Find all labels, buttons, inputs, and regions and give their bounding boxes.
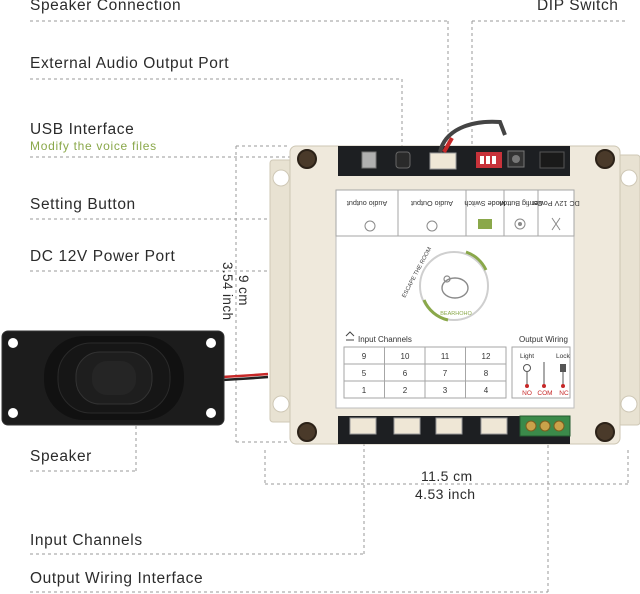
panel-cell-config-button: Config Button: [499, 199, 543, 208]
speaker-graphic: [1, 330, 225, 426]
channel-grid: 9 10 11 12 5 6 7 8 1 2 3 4: [362, 352, 491, 395]
width-cm-label: 11.5 cm: [421, 468, 473, 484]
label-usb-sub: Modify the voice files: [30, 139, 157, 153]
channel-label: 10: [401, 352, 410, 361]
channel-label: 2: [403, 386, 408, 395]
terminal-no-label: NO: [522, 390, 532, 397]
wiring-lock-label: Lock: [556, 353, 570, 360]
panel-cell-audio-output-2: Audio Output: [411, 199, 453, 208]
width-inch-label: 4.53 inch: [415, 486, 476, 502]
label-speaker: Speaker: [30, 448, 92, 465]
channel-label: 1: [362, 386, 367, 395]
channel-label: 3: [443, 386, 448, 395]
channel-label: 8: [484, 369, 489, 378]
label-usb-interface: USB Interface: [30, 121, 135, 138]
terminal-nc-label: NC: [559, 390, 569, 397]
label-dc-12v-power-port: DC 12V Power Port: [30, 248, 176, 265]
panel-top-cell-texts: Audio output Audio Output Mode Switch Co…: [347, 199, 580, 208]
label-speaker-connection: Speaker Connection: [30, 0, 182, 14]
panel-cell-dc-power: DC 12V Power: [532, 199, 580, 208]
label-setting-button: Setting Button: [30, 196, 136, 213]
terminal-labels: NO COM NC: [522, 390, 569, 397]
terminal-com-label: COM: [537, 390, 552, 397]
panel-cell-mode-switch: Mode Switch: [464, 199, 505, 208]
label-input-channels: Input Channels: [30, 532, 143, 549]
channel-label: 9: [362, 352, 367, 361]
channel-label: 5: [362, 369, 367, 378]
height-inch-label: 3.54 inch: [220, 262, 235, 321]
controller-box: [269, 119, 640, 445]
panel-cell-audio-output-1: Audio output: [347, 199, 387, 208]
panel-input-title: Input Channels: [358, 335, 412, 344]
height-cm-label: 9 cm: [236, 275, 251, 306]
label-output-wiring-interface: Output Wiring Interface: [30, 570, 204, 587]
channel-label: 7: [443, 369, 448, 378]
channel-label: 11: [441, 352, 450, 361]
panel-output-title: Output Wiring: [519, 335, 568, 344]
label-dip-switch: DIP Switch: [537, 0, 619, 14]
label-external-audio-output-port: External Audio Output Port: [30, 55, 230, 72]
logo-brand: BEARHOHO: [440, 311, 472, 317]
wiring-light-label: Light: [520, 353, 534, 360]
channel-label: 4: [484, 386, 489, 395]
channel-label: 6: [403, 369, 408, 378]
channel-label: 12: [482, 352, 491, 361]
